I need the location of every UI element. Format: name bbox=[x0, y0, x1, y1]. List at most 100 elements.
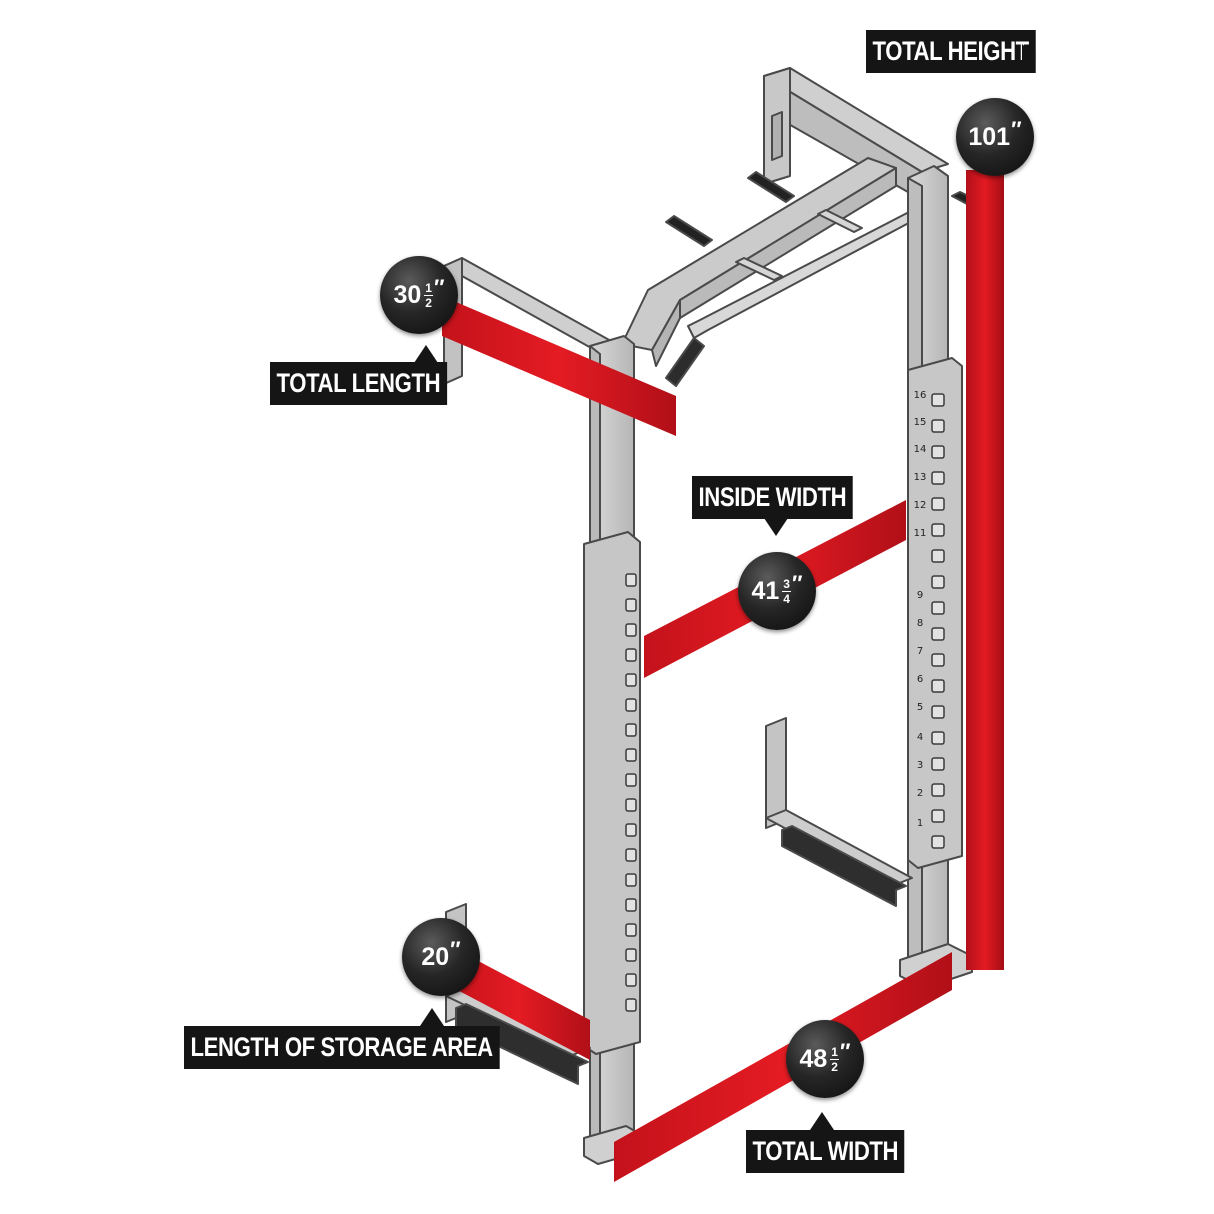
band-total-width bbox=[614, 952, 952, 1182]
right-post-notch bbox=[931, 575, 945, 589]
hole-number: 2 bbox=[917, 788, 923, 799]
right-post-notch bbox=[931, 445, 945, 459]
badge-total-height-unit: ″ bbox=[1011, 117, 1022, 142]
label-total-width-text: TOTAL WIDTH bbox=[752, 1136, 899, 1166]
band-total-height bbox=[966, 170, 1004, 970]
pullup-frame bbox=[621, 157, 949, 387]
left-post-notch bbox=[625, 673, 637, 687]
right-post-notch bbox=[931, 627, 945, 641]
hole-number: 9 bbox=[917, 590, 923, 601]
right-post-notch bbox=[931, 497, 945, 511]
hole-number: 15 bbox=[914, 417, 927, 428]
handle-left bbox=[665, 215, 713, 247]
storage-bracket-upper bbox=[765, 717, 913, 907]
top-rear-frame bbox=[763, 67, 949, 201]
left-post-notch bbox=[625, 773, 637, 787]
left-post-notch bbox=[625, 648, 637, 662]
label-storage-length-arrow bbox=[420, 1008, 444, 1026]
left-post-notch bbox=[625, 998, 637, 1012]
badge-total-length-numerator: 1 bbox=[424, 280, 433, 296]
label-total-height-arrow bbox=[1022, 44, 1036, 68]
hole-number: 11 bbox=[914, 528, 927, 539]
badge-inside-width: 41 3 4 ″ bbox=[738, 552, 816, 630]
badge-inside-width-fraction: 3 4 bbox=[782, 578, 791, 605]
badge-total-length: 30 1 2 ″ bbox=[380, 256, 458, 334]
label-inside-width-text: INSIDE WIDTH bbox=[698, 482, 847, 512]
badge-storage-length: 20 ″ bbox=[402, 918, 480, 996]
hole-number: 7 bbox=[917, 646, 923, 657]
left-post-notch bbox=[625, 723, 637, 737]
label-inside-width-arrow bbox=[764, 518, 788, 536]
label-total-length: TOTAL LENGTH bbox=[270, 362, 447, 405]
left-post-notch bbox=[625, 898, 637, 912]
right-post-notch bbox=[931, 679, 945, 693]
label-storage-length: LENGTH OF STORAGE AREA bbox=[184, 1026, 500, 1069]
hole-number: 1 bbox=[917, 818, 923, 829]
label-inside-width: INSIDE WIDTH bbox=[692, 476, 853, 519]
left-post-notch bbox=[625, 748, 637, 762]
right-post-notch bbox=[931, 393, 945, 407]
badge-total-height: 101 ″ bbox=[956, 98, 1034, 176]
label-total-width-arrow bbox=[810, 1112, 834, 1130]
right-post-notch bbox=[931, 549, 945, 563]
badge-inside-width-denominator: 4 bbox=[783, 591, 790, 606]
left-post-notch bbox=[625, 698, 637, 712]
band-storage-length bbox=[446, 944, 590, 1060]
right-post-notch bbox=[931, 523, 945, 537]
badge-total-length-unit: ″ bbox=[433, 275, 445, 300]
right-post-notch bbox=[931, 783, 945, 797]
right-post-notch bbox=[931, 653, 945, 667]
left-post-notch bbox=[625, 798, 637, 812]
badge-total-length-denominator: 2 bbox=[425, 295, 432, 310]
badge-inside-width-value: 41 bbox=[751, 576, 780, 605]
badge-inside-width-unit: ″ bbox=[791, 571, 803, 596]
badge-total-width-numerator: 1 bbox=[830, 1044, 839, 1060]
hole-number: 13 bbox=[914, 472, 927, 483]
badge-storage-length-unit: ″ bbox=[450, 937, 461, 962]
left-post-notch bbox=[625, 923, 637, 937]
badge-inside-width-numerator: 3 bbox=[782, 576, 791, 592]
badge-storage-length-value: 20 bbox=[421, 942, 450, 971]
left-post-notches bbox=[625, 573, 637, 1012]
badge-total-width-fraction: 1 2 bbox=[830, 1046, 839, 1073]
right-post-notch bbox=[931, 809, 945, 823]
hole-number: 8 bbox=[917, 618, 923, 629]
hole-number: 16 bbox=[914, 390, 927, 401]
right-post-notch bbox=[931, 601, 945, 615]
badge-total-length-fraction: 1 2 bbox=[424, 282, 433, 309]
left-post bbox=[583, 335, 641, 1165]
label-total-length-text: TOTAL LENGTH bbox=[276, 368, 441, 398]
right-post-notch bbox=[931, 471, 945, 485]
badge-total-width: 48 1 2 ″ bbox=[786, 1020, 864, 1098]
label-total-height-text: TOTAL HEIGHT bbox=[872, 36, 1030, 66]
right-post-notch bbox=[931, 731, 945, 745]
hole-number: 12 bbox=[914, 500, 927, 511]
left-post-notch bbox=[625, 823, 637, 837]
label-total-width: TOTAL WIDTH bbox=[746, 1130, 905, 1173]
label-total-length-arrow bbox=[414, 345, 438, 363]
badge-total-width-denominator: 2 bbox=[831, 1059, 838, 1074]
left-post-notch bbox=[625, 848, 637, 862]
left-post-notch bbox=[625, 948, 637, 962]
label-storage-length-text: LENGTH OF STORAGE AREA bbox=[190, 1032, 494, 1062]
left-post-notch bbox=[625, 623, 637, 637]
right-post-notch bbox=[931, 835, 945, 849]
right-post-notch bbox=[931, 705, 945, 719]
handle-mid bbox=[747, 171, 795, 203]
band-total-length bbox=[442, 296, 676, 436]
hole-number: 5 bbox=[917, 702, 923, 713]
right-post-notch bbox=[931, 419, 945, 433]
left-post-notch bbox=[625, 873, 637, 887]
badge-total-width-value: 48 bbox=[799, 1044, 828, 1073]
right-post-notches bbox=[931, 393, 945, 849]
left-post-notch bbox=[625, 973, 637, 987]
hole-number: 4 bbox=[917, 732, 923, 743]
right-post-notch bbox=[931, 757, 945, 771]
left-post-notch bbox=[625, 573, 637, 587]
hole-number: 3 bbox=[917, 760, 923, 771]
badge-total-length-value: 30 bbox=[393, 280, 422, 309]
badge-total-width-unit: ″ bbox=[839, 1039, 851, 1064]
label-total-height: TOTAL HEIGHT bbox=[866, 30, 1036, 73]
